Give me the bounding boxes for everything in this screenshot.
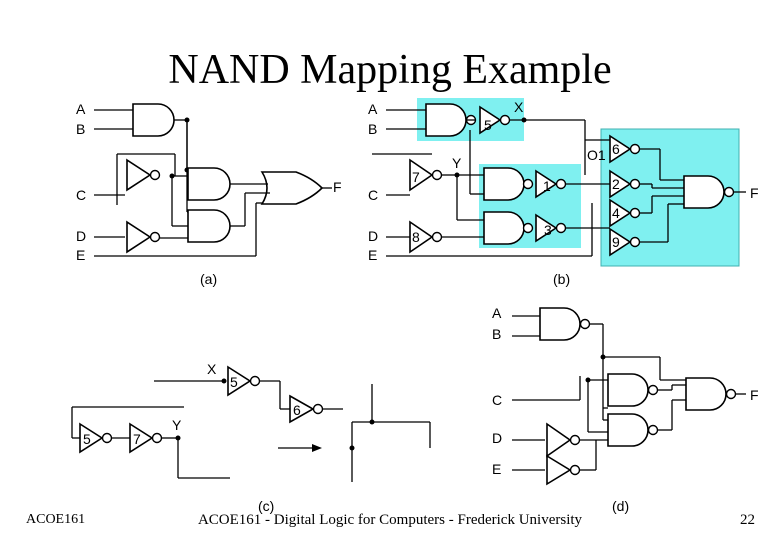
panel-d-input-d: D xyxy=(492,430,502,446)
panel-b-input-d: D xyxy=(368,228,378,244)
panel-a-caption: (a) xyxy=(200,271,217,287)
panel-d-inverter-d xyxy=(546,422,572,458)
panel-a-input-b: B xyxy=(76,121,85,137)
panel-c-caption: (c) xyxy=(258,498,274,514)
panel-b-inverter-6 xyxy=(609,134,632,164)
panel-d-nand-gate-mid-1 xyxy=(607,373,649,407)
panel-b-gate-number-3: 3 xyxy=(544,222,552,238)
slide-title: NAND Mapping Example xyxy=(168,47,612,93)
panel-d-nand-gate-mid-2 xyxy=(607,413,649,447)
panel-a-and-gate-mid-2 xyxy=(187,209,231,243)
panel-d: A B C D E F (d) xyxy=(492,305,759,514)
panel-b-inverter-4 xyxy=(609,198,632,228)
panel-b-gate-number-5: 5 xyxy=(484,117,492,133)
panel-c-gate-number-6: 6 xyxy=(293,402,301,418)
panel-d-input-c: C xyxy=(492,392,502,408)
panel-b-node-o1: O1 xyxy=(587,147,606,163)
panel-b-gate-number-1: 1 xyxy=(543,178,551,194)
page-number: 22 xyxy=(740,512,755,528)
panel-b-output-f: F xyxy=(750,185,759,201)
panel-d-caption: (d) xyxy=(612,498,629,514)
panel-b-inverter-7 xyxy=(409,158,434,192)
panel-c-gate-number-5-top: 5 xyxy=(230,374,238,390)
panel-b-inverter-3 xyxy=(535,213,558,243)
panel-b-nand-gate-final xyxy=(683,175,725,209)
panel-b-inverter-5 xyxy=(479,105,502,135)
panel-a-or-gate xyxy=(260,171,324,205)
panel-b-inverter-9 xyxy=(609,227,632,257)
panel-b-input-e: E xyxy=(368,247,377,263)
panel-b-gate-number-8: 8 xyxy=(412,229,420,245)
panel-b-caption: (b) xyxy=(553,271,570,287)
panel-b-input-b: B xyxy=(368,121,377,137)
panel-a-input-d: D xyxy=(76,228,86,244)
panel-c-inverter-5-bottom xyxy=(79,422,104,454)
panel-d-nand-gate-final xyxy=(685,377,727,411)
panel-c-inverter-6 xyxy=(289,394,315,424)
footer-course-code: ACOE161 xyxy=(26,512,86,527)
panel-b-inverter-1 xyxy=(535,169,558,199)
panel-b-input-a: A xyxy=(368,101,378,117)
panel-a-and-gate-mid-1 xyxy=(187,167,231,201)
panel-b-gate-number-9: 9 xyxy=(612,234,620,250)
panel-d-inverter-e xyxy=(546,454,572,486)
footer-course-title: ACOE161 - Digital Logic for Computers - … xyxy=(197,512,583,528)
panel-b-nand-gate-3 xyxy=(483,211,525,245)
panel-b-input-c: C xyxy=(368,187,378,203)
panel-b-node-y: Y xyxy=(452,155,462,171)
panel-b-gate-number-4: 4 xyxy=(612,205,620,221)
panel-b-gate-number-6: 6 xyxy=(612,141,620,157)
panel-a: A B C D E F (a) xyxy=(76,101,342,287)
panel-a-output-f: F xyxy=(333,179,342,195)
panel-b: A B C D E X Y O1 F (b) 5 7 xyxy=(368,98,759,287)
panel-c-inverter-5-top xyxy=(227,365,252,397)
panel-c-gate-number-5-bottom: 5 xyxy=(83,431,91,447)
panel-a-input-a: A xyxy=(76,101,86,117)
panel-c: X Y (c) 5 6 5 7 xyxy=(71,361,431,514)
panel-d-output-f: F xyxy=(750,387,759,403)
panel-b-node-x: X xyxy=(514,99,524,115)
panel-a-input-c: C xyxy=(76,187,86,203)
panel-c-gate-number-7: 7 xyxy=(133,431,141,447)
panel-c-arrow-head xyxy=(312,444,322,452)
panel-b-gate-number-2: 2 xyxy=(612,176,620,192)
panel-d-input-b: B xyxy=(492,326,501,342)
panel-d-nand-gate-ab xyxy=(539,307,581,341)
panel-d-input-e: E xyxy=(492,461,501,477)
panel-a-inverter-d xyxy=(126,220,152,254)
panel-c-node-x: X xyxy=(207,361,217,377)
panel-d-input-a: A xyxy=(492,305,502,321)
panel-b-nand-gate-1 xyxy=(483,167,525,201)
panel-c-node-y: Y xyxy=(172,417,182,433)
panel-a-and-gate-ab xyxy=(132,103,175,137)
panel-c-inverter-7 xyxy=(129,422,154,454)
panel-b-inverter-2 xyxy=(609,169,632,199)
panel-b-gate-number-7: 7 xyxy=(412,169,420,185)
panel-a-inverter-c xyxy=(126,158,152,192)
panel-a-input-e: E xyxy=(76,247,85,263)
panel-b-and-gate-ab xyxy=(425,103,467,137)
